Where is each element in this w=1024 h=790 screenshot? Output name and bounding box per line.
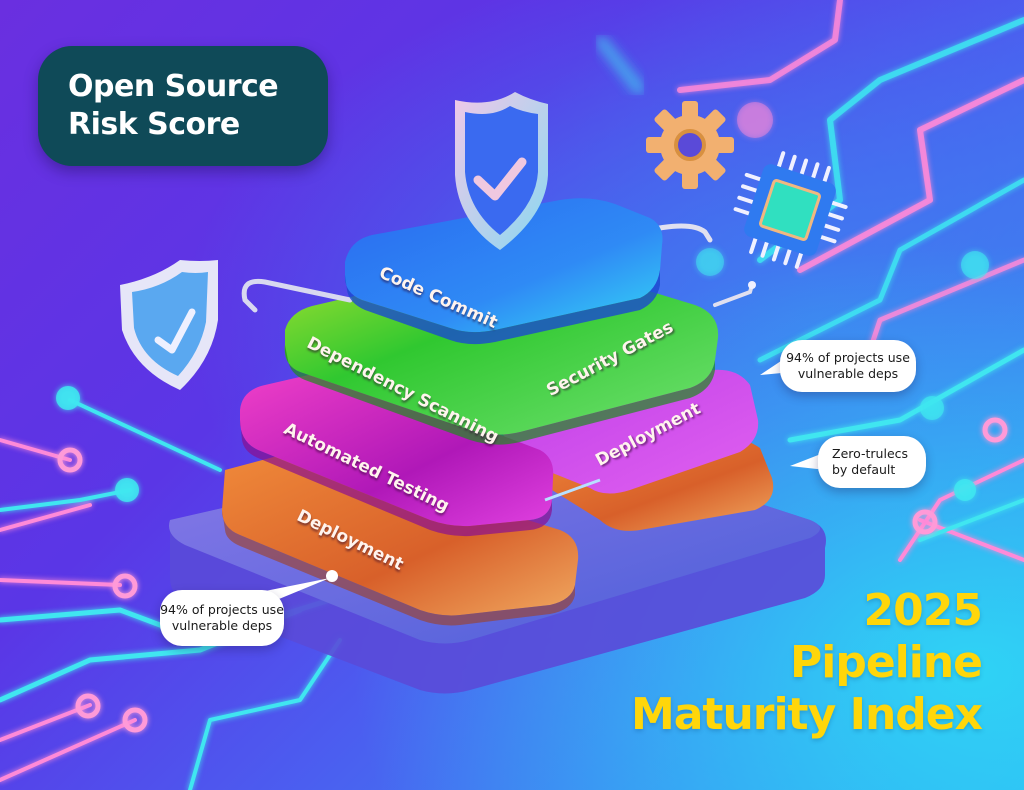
callout-text: 94% of projects use — [160, 602, 284, 617]
callout-zero-trust: Zero-trulecs by default — [818, 436, 926, 488]
index-title-line3: Maturity Index — [630, 689, 983, 740]
shield-check-icon — [455, 92, 548, 250]
callout-text: by default — [832, 462, 896, 477]
gear-icon — [646, 101, 734, 189]
chip-icon — [733, 151, 848, 269]
badge-title-line2: Risk Score — [68, 107, 240, 142]
index-title-year: 2025 — [863, 585, 983, 636]
shield-check-icon — [120, 260, 218, 390]
callout-text: Zero-trulecs — [832, 446, 909, 461]
callout-vulnerable-deps-left: 94% of projects use vulnerable deps — [160, 590, 284, 646]
title-badge: Open Source Risk Score — [38, 46, 328, 166]
badge-title-line1: Open Source — [68, 69, 279, 104]
callout-text: vulnerable deps — [797, 366, 899, 381]
callout-text: 94% of projects use — [786, 350, 910, 365]
callout-vulnerable-deps-right: 94% of projects use vulnerable deps — [780, 340, 916, 392]
index-title-line2: Pipeline — [790, 637, 983, 688]
callout-text: vulnerable deps — [171, 618, 273, 633]
index-title: 2025 Pipeline Maturity Index — [630, 585, 983, 741]
